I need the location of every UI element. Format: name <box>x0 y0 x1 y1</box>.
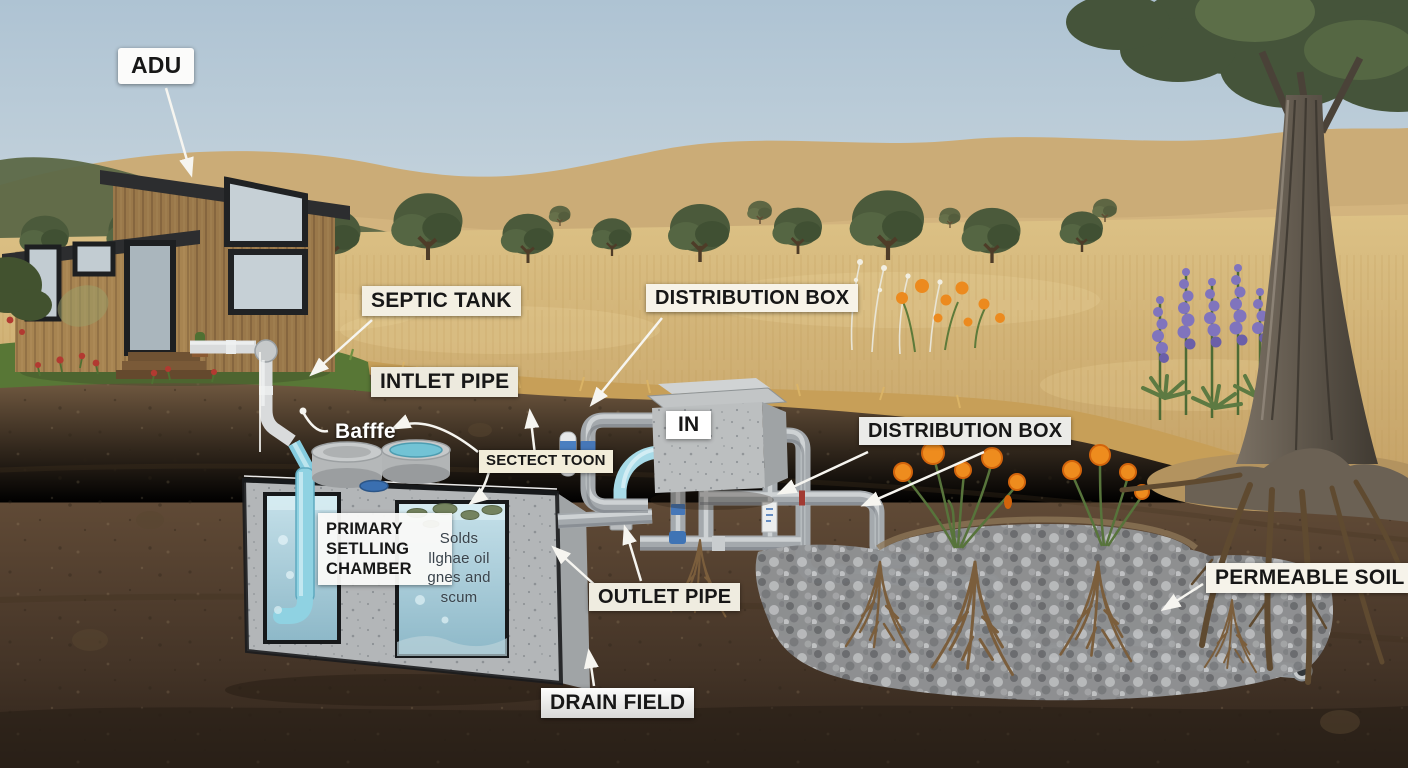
baffle-label: Bafffe <box>335 420 396 443</box>
primary-chamber-line1: PRIMARY <box>326 520 403 538</box>
primary-chamber-line2: SETLLING <box>326 540 410 559</box>
gravel-bed <box>755 516 1334 701</box>
second-chamber <box>395 500 509 658</box>
house-steps <box>116 352 212 379</box>
pipe-band-red <box>799 490 805 506</box>
field-wildflowers <box>850 259 1005 355</box>
primary-chamber-label: PRIMARY SETLLING CHAMBER <box>318 513 452 586</box>
baffle-leader-dot <box>299 407 307 415</box>
pipe-sticker <box>761 501 778 533</box>
poppy-cluster-left <box>893 441 1026 549</box>
solids-line4: scum <box>440 588 478 606</box>
drain-field-label: DRAIN FIELD <box>541 688 695 718</box>
in-label: IN <box>666 411 712 439</box>
front-flowers <box>6 316 217 385</box>
distribution-box-label-mid: DISTRIBUTION BOX <box>859 417 1072 446</box>
left-bush <box>0 257 52 321</box>
tree-canopy <box>1066 0 1408 112</box>
solids-line3: gnes and <box>427 569 491 586</box>
adu-house <box>2 170 350 386</box>
solids-line2: llghae oil <box>428 549 490 567</box>
solids-text: Solds llghae oil gnes and scum <box>392 526 526 610</box>
inlet-pipe <box>190 339 318 480</box>
poppy-cluster-right <box>1062 444 1150 547</box>
primary-chamber-line3: CHAMBER <box>326 560 412 579</box>
septect-label: SECTECT TOON <box>479 450 613 473</box>
adu-label: ADU <box>118 48 195 84</box>
outlet-pipe-label: OUTLET PIPE <box>589 583 741 612</box>
distribution-box-label-top: DISTRIBUTION BOX <box>646 284 859 313</box>
tank-risers <box>311 439 451 493</box>
solids-line1: Solds <box>439 530 479 547</box>
house-windows <box>24 176 308 356</box>
septic-tank-label: SEPTIC TANK <box>362 286 521 316</box>
large-oak-tree <box>1066 0 1408 685</box>
lupine-flowers <box>1141 264 1277 420</box>
permeable-soil-label: PERMEABLE SOIL <box>1206 563 1408 593</box>
inlet-pipe-label: INTLET PIPE <box>371 367 519 397</box>
